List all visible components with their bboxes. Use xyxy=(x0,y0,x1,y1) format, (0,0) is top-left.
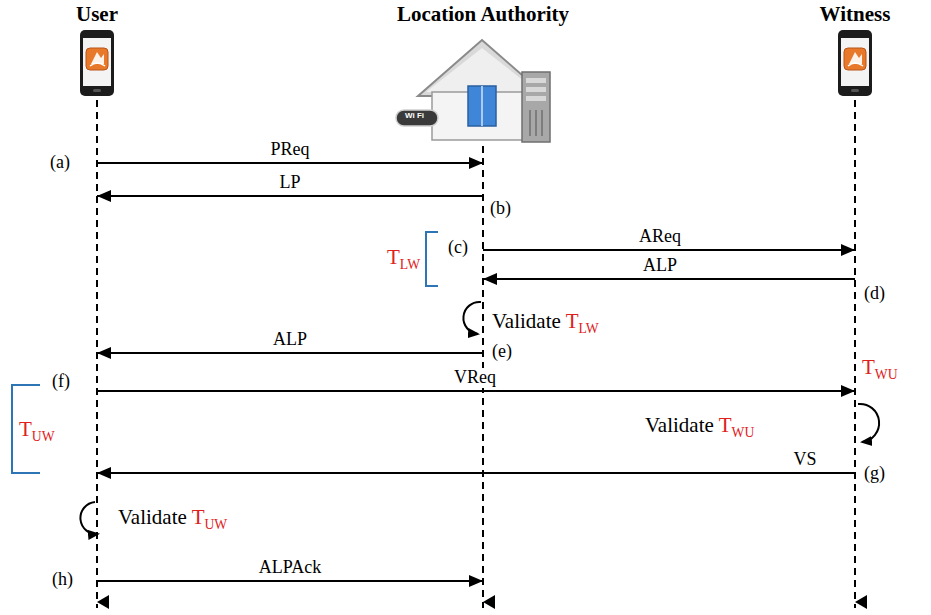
message-arrow xyxy=(97,472,855,474)
badge-text: Wi Fi xyxy=(405,112,424,121)
lifeline xyxy=(854,100,856,608)
message-arrow xyxy=(97,195,483,197)
message-label: ALPAck xyxy=(257,558,323,578)
message-label: AReq xyxy=(637,227,683,247)
annotation: (h) xyxy=(52,570,73,590)
annotation: TUW xyxy=(19,418,55,444)
message-arrow xyxy=(483,249,855,251)
loop-arrow xyxy=(858,404,879,442)
annotation: Validate TUW xyxy=(118,506,227,532)
loop-arrow xyxy=(463,302,481,334)
message-label: LP xyxy=(277,173,302,193)
annotation: (e) xyxy=(492,342,512,362)
phone-icon xyxy=(80,30,114,96)
actor-name: Location Authority xyxy=(397,3,569,26)
message-label: ALP xyxy=(271,330,309,350)
message-label: ALP xyxy=(641,256,679,276)
message-arrow xyxy=(97,580,483,582)
actor-header: Location Authority xyxy=(397,3,569,26)
time-bracket xyxy=(426,232,438,286)
annotation: Validate TLW xyxy=(492,310,599,336)
annotation: (g) xyxy=(864,464,885,484)
actor-name: User xyxy=(76,3,118,26)
phone-icon xyxy=(838,30,872,96)
annotation: (f) xyxy=(52,372,70,392)
message-arrow xyxy=(97,352,483,354)
message-label: VS xyxy=(791,450,818,470)
annotation: (c) xyxy=(448,238,468,258)
loop-arrow xyxy=(80,502,98,534)
message-arrow xyxy=(97,390,855,392)
annotation: (a) xyxy=(50,153,70,173)
annotation: TLW xyxy=(387,246,420,272)
lifelines xyxy=(97,100,855,608)
annotation: TWU xyxy=(860,356,900,382)
annotation: (b) xyxy=(490,199,511,219)
validate-loops xyxy=(80,302,879,534)
actor-header: User xyxy=(76,3,118,26)
message-label: PReq xyxy=(268,140,311,160)
message-arrow xyxy=(97,162,483,164)
time-bracket xyxy=(12,385,40,473)
wifi-badge xyxy=(396,110,438,126)
actor-name: Witness xyxy=(820,3,891,26)
annotation: Validate TWU xyxy=(645,414,754,440)
message-label: VReq xyxy=(452,368,498,388)
message-arrow xyxy=(483,278,855,280)
server-icon xyxy=(522,72,550,142)
actor-header: Witness xyxy=(820,3,891,26)
annotation: (d) xyxy=(864,284,885,304)
